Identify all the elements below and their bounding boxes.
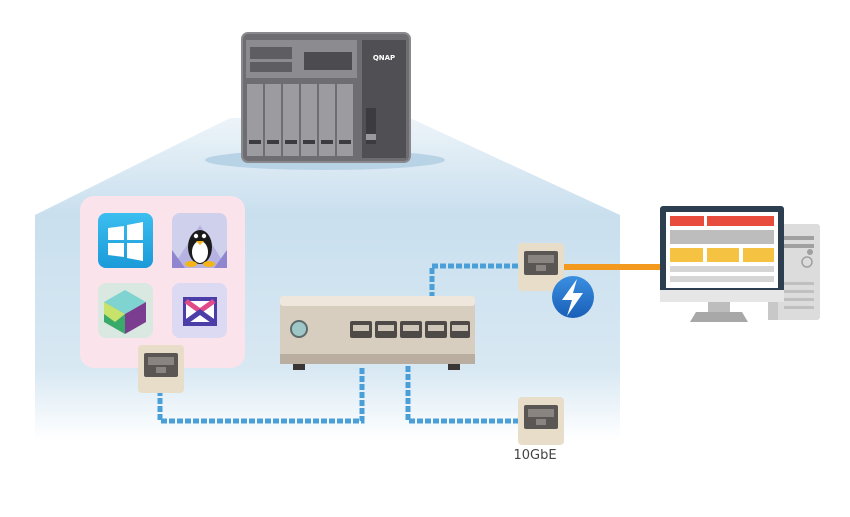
qnap-nas: QNAP [241, 32, 411, 163]
windows-logo-icon [98, 213, 153, 268]
rj45-port-thunderbolt-adapter [518, 243, 564, 291]
cube-app-icon [98, 283, 153, 338]
port-label-10gbe: 10GbE [513, 448, 557, 463]
switch-status-led [290, 320, 308, 338]
rj45-port-vm [138, 345, 184, 393]
switch-ports [350, 321, 470, 338]
computer-monitor [660, 206, 784, 322]
ethernet-links [157, 263, 518, 424]
link-switch-to-10gbe [405, 366, 518, 424]
thunderbolt-icon [552, 276, 594, 318]
link-switch-to-thunderbolt-port [429, 263, 518, 298]
linux-tux-icon [172, 213, 227, 268]
network-switch [280, 296, 475, 370]
link-vm-to-switch [157, 366, 365, 424]
drive-bays [247, 84, 353, 156]
container-station-icon [172, 283, 227, 338]
rj45-port-10gbe [518, 397, 564, 445]
nas-brand-label: QNAP [373, 54, 395, 62]
